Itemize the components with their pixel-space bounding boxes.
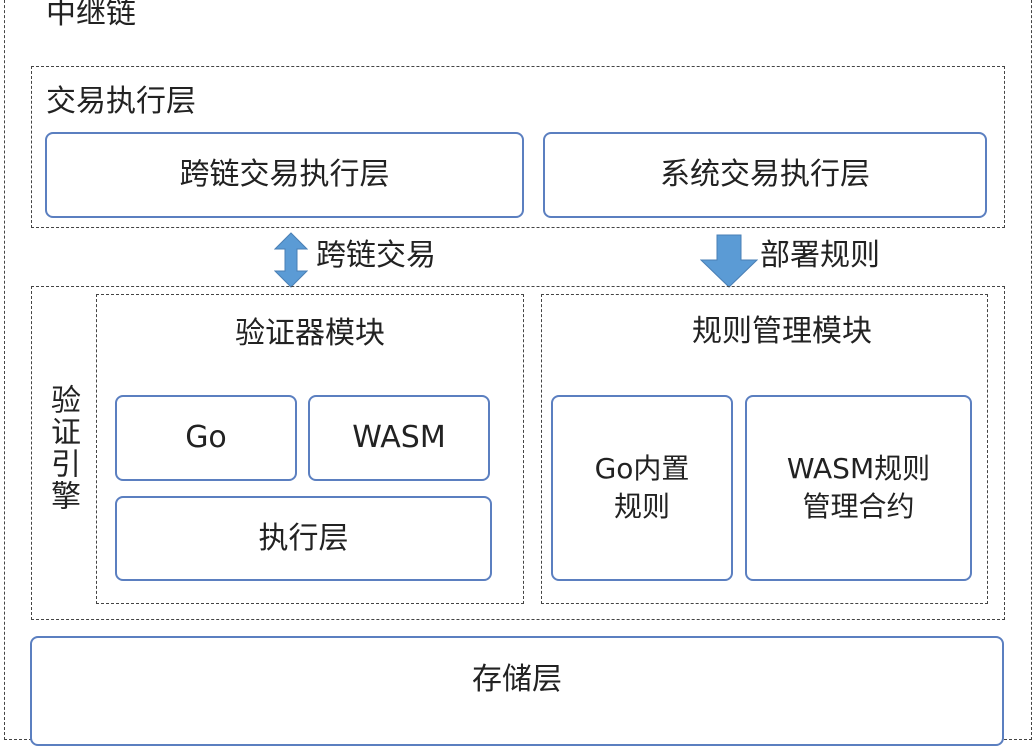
system-tx-exec-box: 系统交易执行层: [543, 132, 987, 218]
validator-module-title: 验证器模块: [235, 316, 385, 351]
double-arrow-icon: [274, 232, 308, 288]
go-validator-box: Go: [115, 395, 297, 481]
storage-layer-box: 存储层: [30, 636, 1004, 746]
cross-chain-tx-exec-label: 跨链交易执行层: [179, 157, 390, 192]
storage-layer-label: 存储层: [472, 662, 562, 697]
wasm-validator-box: WASM: [308, 395, 490, 481]
cross-chain-tx-exec-box: 跨链交易执行层: [45, 132, 524, 218]
relay-chain-title: 中继链: [46, 0, 136, 31]
execution-layer-box: 执行层: [115, 496, 492, 581]
transaction-layer-container: [31, 66, 1005, 228]
verification-engine-container: [31, 286, 1005, 620]
system-tx-exec-label: 系统交易执行层: [660, 157, 870, 192]
wasm-validator-label: WASM: [352, 420, 446, 455]
deploy-rules-connector-label: 部署规则: [760, 238, 880, 273]
go-builtin-rules-line2: 规则: [613, 490, 670, 523]
wasm-rule-contract-box: WASM规则 管理合约: [745, 395, 972, 581]
down-arrow-icon: [700, 234, 758, 288]
verification-engine-title: 验证引擎: [45, 384, 80, 512]
go-builtin-rules-line1: Go内置: [594, 452, 690, 486]
transaction-layer-title: 交易执行层: [46, 84, 196, 119]
validator-module-container: [96, 294, 524, 604]
wasm-rule-contract-line2: 管理合约: [802, 490, 915, 523]
rule-module-container: [541, 294, 988, 604]
rule-module-title: 规则管理模块: [692, 314, 872, 349]
go-validator-label: Go: [185, 420, 227, 455]
wasm-rule-contract-line1: WASM规则: [786, 452, 931, 486]
go-builtin-rules-box: Go内置 规则: [551, 395, 733, 581]
execution-layer-label: 执行层: [258, 520, 349, 556]
cross-chain-tx-connector-label: 跨链交易: [316, 238, 436, 273]
